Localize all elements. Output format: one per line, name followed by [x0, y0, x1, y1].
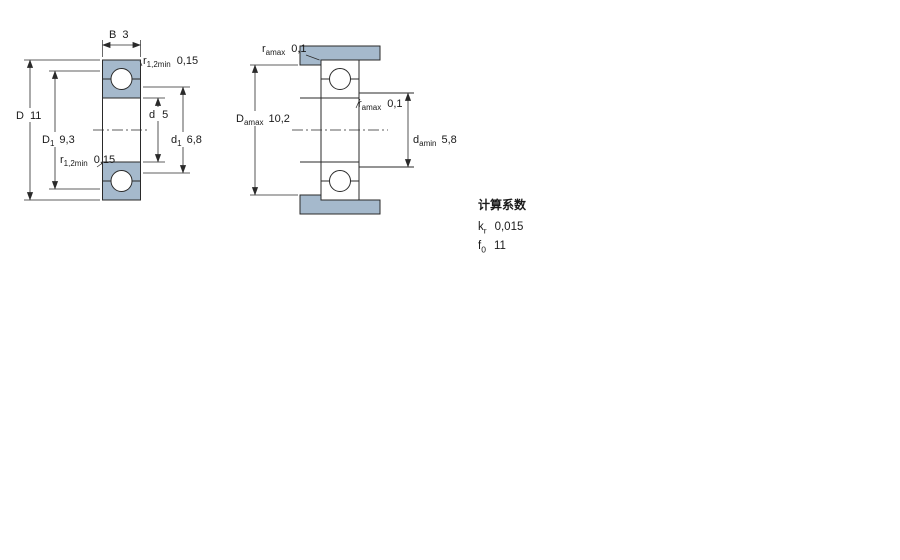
factor-symbol: f0: [478, 240, 486, 255]
label-mask: [233, 111, 295, 126]
ball-bottom: [329, 170, 351, 192]
calculation-factors: 计算系数 kr 0,015 f0 11: [478, 196, 526, 260]
leader-r-bottom: [96, 162, 103, 168]
factor-value: 0,015: [494, 221, 524, 233]
factor-row-kr: kr 0,015: [478, 221, 526, 235]
dim-D: [24, 59, 100, 201]
factor-symbol: kr: [478, 221, 487, 236]
dim-B: [102, 40, 141, 57]
leader-ra-shaft: [355, 98, 361, 109]
leader-ra-housing: [305, 54, 320, 61]
dim-D1: [49, 70, 100, 190]
label-mask: [146, 107, 172, 121]
label-mask: [13, 108, 47, 122]
dim-Da: [250, 64, 298, 196]
factor-value: 11: [493, 240, 506, 253]
leader-r-top: [139, 60, 143, 67]
calculation-factors-title: 计算系数: [478, 198, 527, 212]
label-mask: [39, 132, 79, 147]
ball-bottom: [110, 170, 133, 192]
factor-row-f0: f0 11: [478, 240, 526, 254]
dim-d1: [143, 86, 190, 174]
label-mask: [168, 132, 212, 147]
ball-top: [110, 68, 133, 90]
ball-top: [329, 68, 351, 90]
